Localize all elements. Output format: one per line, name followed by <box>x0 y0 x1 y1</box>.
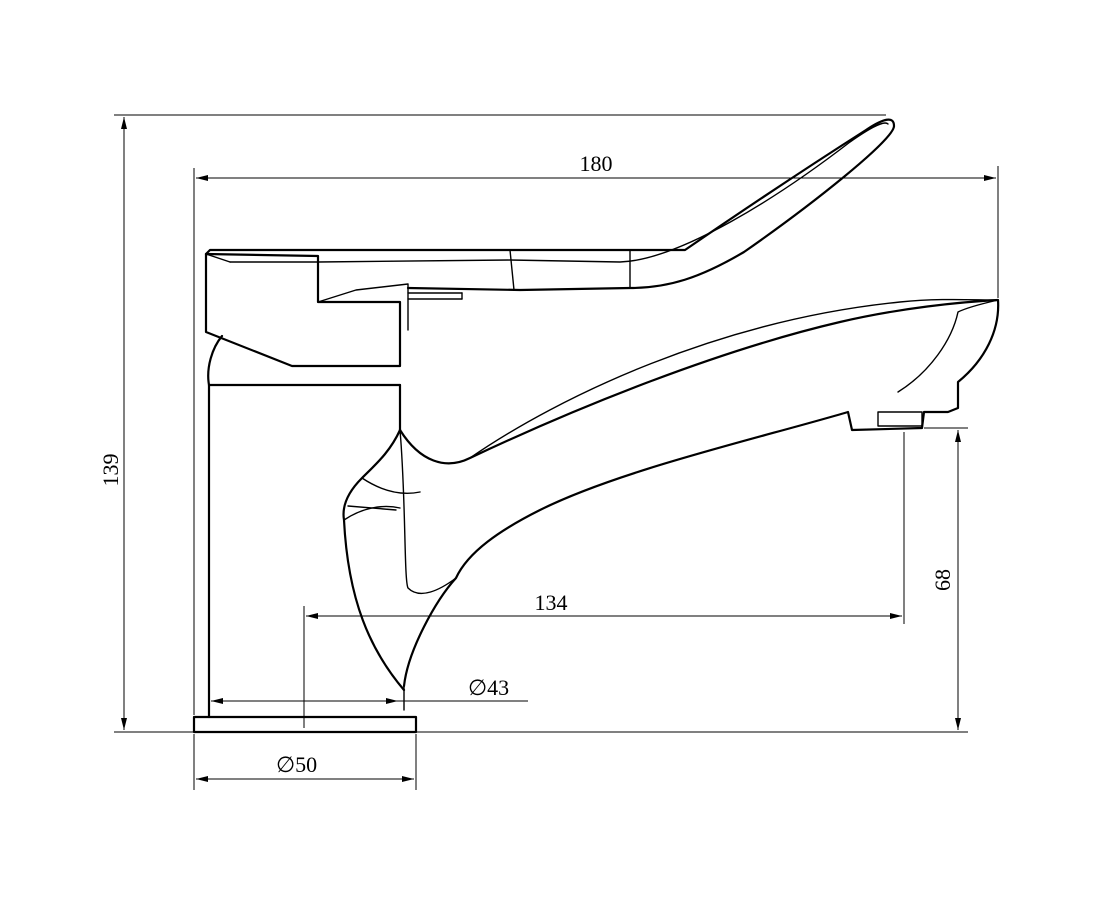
diameter-symbol: ∅ <box>276 752 295 777</box>
dimension-spout-height: 68 <box>416 427 968 733</box>
dimension-label-total-height: 139 <box>98 454 123 487</box>
dimension-label-body-diameter: ∅43 <box>468 675 509 700</box>
dimension-label-base-diameter: ∅50 <box>276 752 317 777</box>
diameter-symbol: ∅ <box>468 675 487 700</box>
dimension-label-spout-reach: 134 <box>535 590 568 615</box>
body-neck <box>342 428 421 711</box>
lever-base <box>204 252 463 368</box>
dimension-total-height: 139 <box>98 114 886 733</box>
base-diameter-value: 50 <box>295 752 317 777</box>
base-plate <box>192 715 418 734</box>
dimension-body-diameter: ∅43 <box>211 675 528 704</box>
dimension-label-spout-height: 68 <box>930 569 955 591</box>
faucet-outline <box>192 118 1000 734</box>
lever-handle <box>204 118 896 292</box>
dimension-base-diameter: ∅50 <box>193 734 417 790</box>
body-cylinder <box>207 334 402 719</box>
dimension-spout-reach: 134 <box>303 432 905 728</box>
body-diameter-value: 43 <box>487 675 509 700</box>
spout <box>398 298 1000 688</box>
dimension-total-length: 180 <box>193 151 999 715</box>
dimension-label-total-length: 180 <box>580 151 613 176</box>
